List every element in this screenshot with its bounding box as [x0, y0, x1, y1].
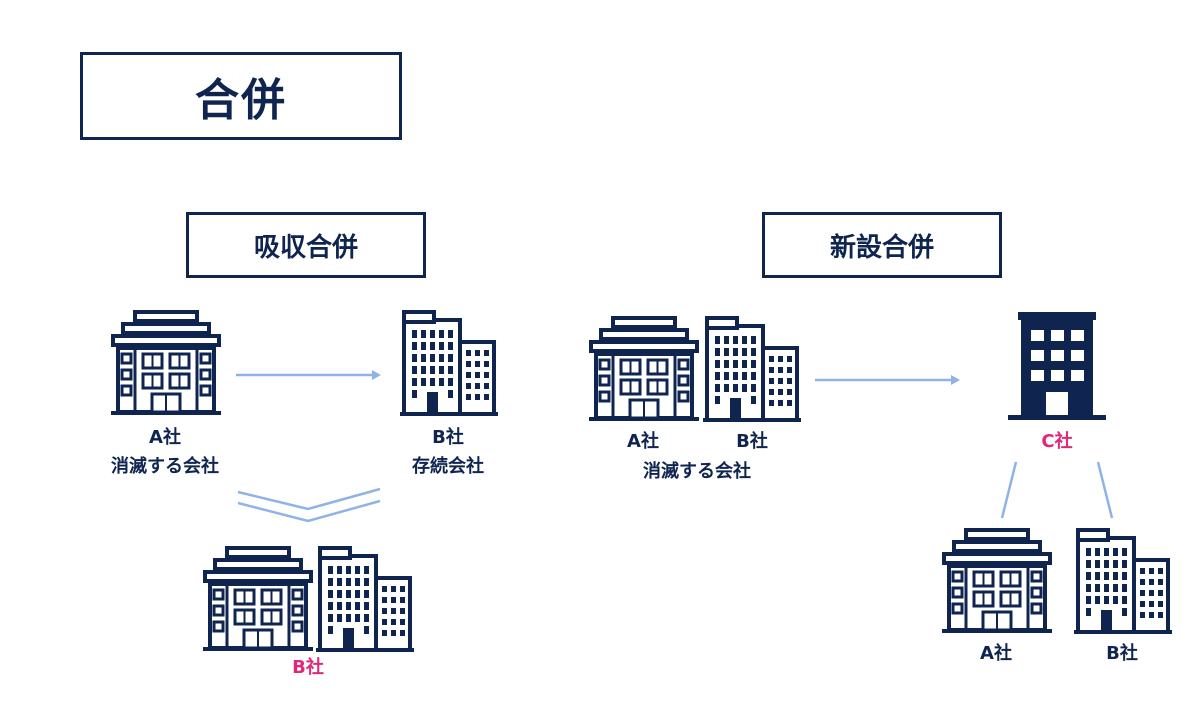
consolidate-company-a-label: A社	[627, 431, 659, 452]
child-b-building-icon	[1072, 528, 1174, 634]
consolidate-company-b-label: B社	[736, 431, 768, 452]
new-b-building-icon	[701, 316, 803, 422]
consolidate-disappearing-role: 消滅する会社	[643, 461, 751, 482]
absorption-merger-heading: 吸収合併	[186, 212, 426, 278]
child-company-b-label: B社	[1106, 643, 1138, 664]
absorb-company-b-label: B社	[432, 427, 464, 448]
new-a-building-icon	[587, 316, 701, 421]
absorb-company-a-label: A社	[149, 427, 181, 448]
absorb-company-b-role: 存続会社	[412, 456, 484, 477]
page-title: 合併	[80, 52, 402, 140]
absorb-company-a-role: 消滅する会社	[111, 456, 219, 477]
absorb-arrowhead-icon	[372, 370, 381, 380]
child-a-building-icon	[940, 528, 1054, 633]
consolidate-arrowhead-icon	[951, 375, 960, 385]
merged-b-building-icon	[314, 546, 416, 652]
merge-chevron-icon	[237, 487, 381, 523]
merged-a-building-icon	[201, 546, 315, 651]
company-b-building-icon	[398, 310, 500, 416]
company-a-building-icon	[109, 310, 223, 415]
absorb-result-label: B社	[292, 657, 324, 678]
new-company-c-label: C社	[1041, 431, 1073, 452]
child-company-a-label: A社	[980, 643, 1012, 664]
branch-line-right	[1096, 461, 1114, 519]
company-c-building-icon	[1008, 312, 1106, 420]
consolidation-merger-heading: 新設合併	[762, 212, 1002, 278]
branch-line-left	[1000, 461, 1018, 519]
